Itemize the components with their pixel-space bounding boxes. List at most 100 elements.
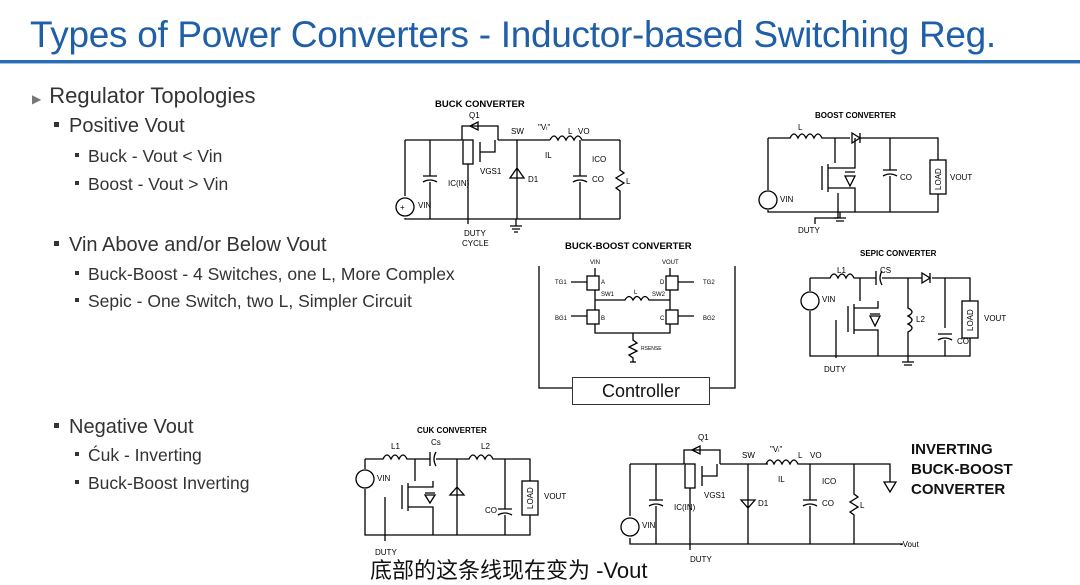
buck-vl-label: "Vₗ" bbox=[538, 123, 551, 132]
inverting-co-label: CO bbox=[822, 499, 834, 508]
sepic-load-label: LOAD bbox=[966, 309, 975, 331]
inverting-il-label: IL bbox=[778, 475, 785, 484]
sepic-co-label: CO bbox=[957, 337, 969, 346]
inverting-sw-label: SW bbox=[742, 451, 755, 460]
buck-boost-vin-label: VIN bbox=[590, 260, 600, 266]
inverting-vo-label: VO bbox=[810, 451, 822, 460]
buck-ico-label: ICO bbox=[592, 155, 606, 164]
inverting-duty-label: DUTY bbox=[690, 555, 712, 564]
buck-d1-label: D1 bbox=[528, 175, 539, 184]
buck-l-label: L bbox=[568, 127, 573, 136]
buck-q1-label: Q1 bbox=[469, 111, 480, 120]
bullet-buck: Buck - Vout < Vin bbox=[75, 146, 222, 167]
bullet-cuk: Ćuk - Inverting bbox=[75, 445, 202, 466]
bullet-boost: Boost - Vout > Vin bbox=[75, 174, 228, 195]
boost-vout-label: VOUT bbox=[950, 173, 972, 182]
slide-title: Types of Power Converters - Inductor-bas… bbox=[30, 14, 996, 55]
inverting-cin-label: IC(IN) bbox=[674, 503, 696, 512]
sepic-converter-schematic: SEPIC CONVERTER L1 CS VIN DUTY L2 CO LOA… bbox=[800, 249, 1006, 374]
buck-boost-d-label: D bbox=[660, 280, 665, 286]
cuk-load-label: LOAD bbox=[526, 487, 535, 509]
cuk-converter-schematic: CUK CONVERTER L1 Cs L2 VIN DUTY CO LOAD … bbox=[355, 426, 566, 557]
cuk-co-label: CO bbox=[485, 506, 497, 515]
inverting-vgs-label: VGS1 bbox=[704, 491, 726, 500]
bullet-positive-vout: Positive Vout bbox=[54, 115, 185, 138]
inverting-vin-label: VIN bbox=[642, 521, 656, 530]
inverting-rl-label: L bbox=[860, 501, 865, 510]
buck-co-label: CO bbox=[592, 175, 604, 184]
title-underline-light bbox=[0, 63, 1080, 64]
buck-boost-l-label: L bbox=[634, 290, 638, 296]
video-subtitle: 底部的这条线现在变为 -Vout bbox=[370, 558, 648, 583]
square-bullet-icon bbox=[75, 271, 79, 276]
inverting-l-label: L bbox=[798, 451, 803, 460]
buck-boost-sw2-label: SW2 bbox=[652, 292, 666, 298]
bullet-sepic: Sepic - One Switch, two L, Simpler Circu… bbox=[75, 291, 412, 312]
inverting-vl-label: "Vₗ" bbox=[770, 445, 783, 454]
buck-boost-bg2-label: BG2 bbox=[703, 316, 716, 322]
square-bullet-icon bbox=[75, 153, 79, 158]
buck-title: BUCK CONVERTER bbox=[435, 99, 525, 110]
inverting-title: INVERTING BUCK-BOOST CONVERTER bbox=[911, 441, 1013, 498]
buck-cin-label: IC(IN) bbox=[448, 179, 470, 188]
bullet-regulator-topologies: ▶Regulator Topologies bbox=[32, 83, 256, 108]
buck-sw-label: SW bbox=[511, 127, 524, 136]
sepic-cs-label: CS bbox=[880, 266, 891, 275]
bullet-vin-above-below: Vin Above and/or Below Vout bbox=[54, 234, 327, 257]
buck-vin-label: VIN bbox=[418, 201, 432, 210]
inverting-q1-label: Q1 bbox=[698, 433, 709, 442]
square-bullet-icon bbox=[75, 181, 79, 186]
buck-boost-bg1-label: BG1 bbox=[555, 316, 568, 322]
square-bullet-icon bbox=[54, 423, 59, 429]
inverting-ico-label: ICO bbox=[822, 477, 836, 486]
buck-boost-converter-schematic: BUCK-BOOST CONVERTER VIN VOUT TG1 TG2 BG… bbox=[538, 241, 736, 389]
square-bullet-icon bbox=[75, 452, 79, 457]
sepic-vin-label: VIN bbox=[822, 295, 836, 304]
sepic-l2-label: L2 bbox=[916, 315, 925, 324]
sepic-duty-label: DUTY bbox=[824, 365, 846, 374]
buck-boost-tg1-label: TG1 bbox=[555, 280, 567, 286]
controller-block: Controller bbox=[572, 377, 710, 405]
boost-load-label: LOAD bbox=[934, 168, 943, 190]
svg-text:+: + bbox=[400, 203, 405, 212]
cuk-title: CUK CONVERTER bbox=[417, 426, 487, 435]
buck-rl-label: L bbox=[626, 177, 631, 186]
boost-title: BOOST CONVERTER bbox=[815, 111, 896, 120]
buck-boost-b-label: B bbox=[601, 316, 605, 322]
bullet-buck-boost-inverting: Buck-Boost Inverting bbox=[75, 473, 249, 494]
boost-l-label: L bbox=[798, 123, 803, 132]
buck-boost-vout-label: VOUT bbox=[662, 260, 679, 266]
buck-vo-label: VO bbox=[578, 127, 590, 136]
cuk-duty-label: DUTY bbox=[375, 548, 397, 557]
square-bullet-icon bbox=[75, 298, 79, 303]
boost-co-label: CO bbox=[900, 173, 912, 182]
buck-boost-c-label: C bbox=[660, 316, 665, 322]
buck-boost-tg2-label: TG2 bbox=[703, 280, 715, 286]
cuk-l2-label: L2 bbox=[481, 442, 490, 451]
title-underline bbox=[0, 60, 1080, 63]
inverting-d1-label: D1 bbox=[758, 499, 769, 508]
bullet-buck-boost: Buck-Boost - 4 Switches, one L, More Com… bbox=[75, 264, 455, 285]
buck-vgs-label: VGS1 bbox=[480, 167, 502, 176]
boost-duty-label: DUTY bbox=[798, 226, 820, 235]
boost-converter-schematic: BOOST CONVERTER L VIN DUTY CO LOAD VOUT bbox=[758, 111, 972, 235]
cuk-l1-label: L1 bbox=[391, 442, 400, 451]
buck-il-label: IL bbox=[545, 151, 552, 160]
buck-duty-label: DUTY bbox=[464, 229, 486, 238]
buck-boost-a-label: A bbox=[601, 280, 605, 286]
cuk-vin-label: VIN bbox=[377, 474, 391, 483]
sepic-title: SEPIC CONVERTER bbox=[860, 249, 937, 258]
square-bullet-icon bbox=[54, 122, 59, 128]
bullet-negative-vout: Negative Vout bbox=[54, 416, 194, 439]
cuk-vout-label: VOUT bbox=[544, 492, 566, 501]
inverting-buck-boost-schematic: Q1 SW "Vₗ" L VO IL VIN IC(IN) VGS1 D1 IC… bbox=[620, 433, 919, 564]
buck-boost-title: BUCK-BOOST CONVERTER bbox=[565, 241, 692, 252]
inverting-neg-vout-label: -Vout bbox=[900, 540, 919, 549]
square-bullet-icon bbox=[75, 480, 79, 485]
square-bullet-icon bbox=[54, 241, 59, 247]
cuk-cs-label: Cs bbox=[431, 438, 441, 447]
buck-boost-rsense-label: RSENSE bbox=[641, 346, 662, 352]
sepic-vout-label: VOUT bbox=[984, 314, 1006, 323]
triangle-bullet-icon: ▶ bbox=[32, 92, 42, 106]
boost-vin-label: VIN bbox=[780, 195, 794, 204]
